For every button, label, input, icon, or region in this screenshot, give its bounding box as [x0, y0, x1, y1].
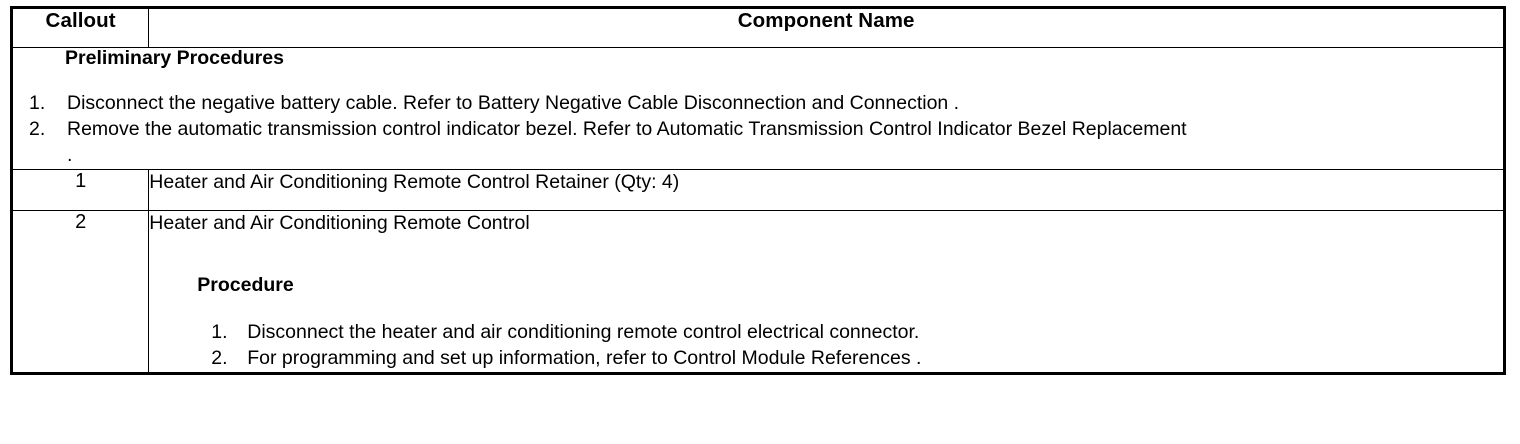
column-header-callout: Callout	[10, 7, 150, 48]
callout-number-2: 2	[10, 210, 150, 374]
preliminary-step-1: 1. Disconnect the negative battery cable…	[13, 91, 1503, 117]
table-row-callout-2: 2 Heater and Air Conditioning Remote Con…	[10, 210, 1505, 374]
component-name-2-cell: Heater and Air Conditioning Remote Contr…	[148, 210, 1505, 374]
callout-number-1: 1	[10, 169, 150, 212]
preliminary-step-1-text: Disconnect the negative battery cable. R…	[67, 92, 960, 115]
table-row-preliminary: Preliminary Procedures 1. Disconnect the…	[11, 46, 1505, 171]
procedure-steps-list: 1. Disconnect the heater and air conditi…	[149, 320, 1503, 372]
preliminary-step-2-number: 2.	[29, 118, 46, 141]
component-name-2: Heater and Air Conditioning Remote Contr…	[149, 212, 530, 235]
preliminary-step-1-number: 1.	[29, 92, 46, 115]
table-body: Preliminary Procedures 1. Disconnect the…	[10, 46, 1505, 374]
procedure-step-1-text: Disconnect the heater and air conditioni…	[247, 320, 920, 343]
procedure-title: Procedure	[197, 273, 294, 296]
column-header-component-name: Component Name	[148, 7, 1505, 48]
preliminary-step-2-trailing-period: .	[67, 144, 73, 167]
procedure-step-2: 2. For programming and set up informatio…	[149, 346, 1503, 372]
header-row: Callout Component Name	[10, 7, 1505, 48]
procedure-step-1: 1. Disconnect the heater and air conditi…	[149, 320, 1503, 346]
preliminary-procedures-title: Preliminary Procedures	[65, 47, 284, 69]
table-header: Callout Component Name	[10, 7, 1505, 48]
preliminary-step-2: 2. Remove the automatic transmission con…	[13, 117, 1503, 143]
table-row-callout-1: 1 Heater and Air Conditioning Remote Con…	[10, 169, 1505, 212]
component-table: Callout Component Name Preliminary Proce…	[10, 6, 1506, 375]
preliminary-step-2-text: Remove the automatic transmission contro…	[67, 118, 1187, 141]
procedure-step-2-number: 2.	[211, 346, 228, 369]
procedure-step-2-text: For programming and set up information, …	[247, 346, 922, 369]
preliminary-steps-list: 1. Disconnect the negative battery cable…	[13, 91, 1503, 143]
procedure-step-1-number: 1.	[211, 320, 228, 343]
preliminary-procedures-cell: Preliminary Procedures 1. Disconnect the…	[11, 46, 1505, 171]
component-name-1: Heater and Air Conditioning Remote Contr…	[148, 169, 1505, 212]
